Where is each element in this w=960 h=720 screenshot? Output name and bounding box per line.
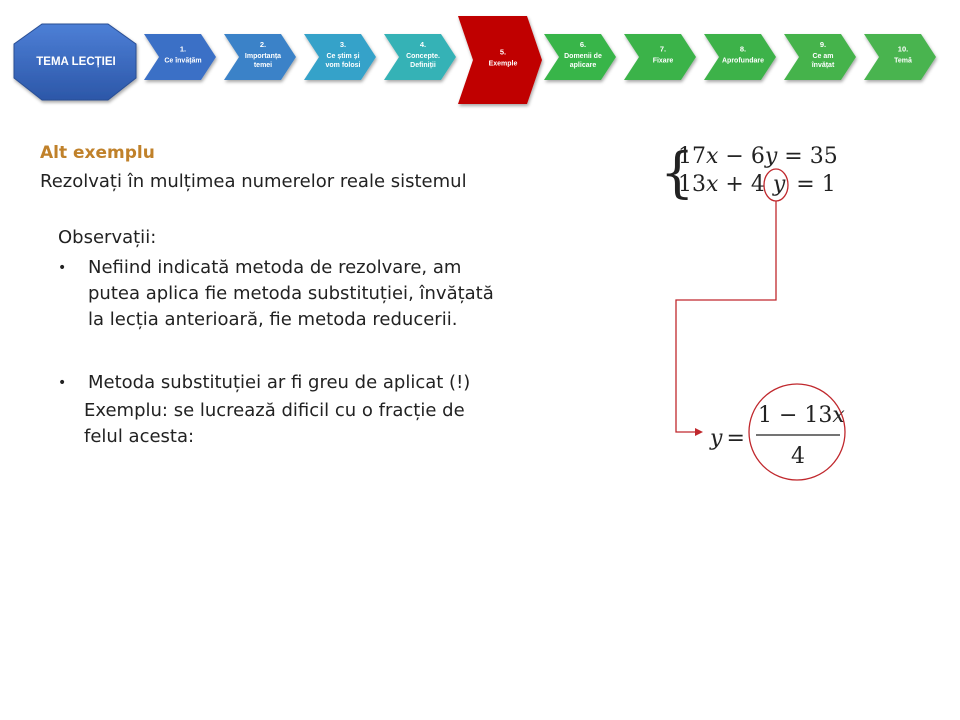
- nav-step-number[interactable]: 4.: [420, 40, 426, 49]
- home-octagon[interactable]: [13, 23, 137, 101]
- nav-step-label[interactable]: Definiții: [410, 62, 436, 69]
- nav-step-label[interactable]: Importanța: [245, 53, 281, 60]
- nav-step-chevron[interactable]: [304, 34, 376, 80]
- nav-step-label[interactable]: Ce am: [812, 53, 833, 60]
- home-button[interactable]: TEMA LECȚIEI: [13, 23, 137, 101]
- nav-step-number[interactable]: 3.: [340, 40, 346, 49]
- nav-step-1[interactable]: 1. Ce învățăm: [144, 34, 216, 80]
- nav-step-chevron[interactable]: [704, 34, 776, 80]
- nav-step-3[interactable]: 3. Ce știm și vom folosi: [304, 34, 376, 80]
- nav-step-label[interactable]: aplicare: [570, 62, 597, 69]
- nav-step-number[interactable]: 10.: [898, 45, 908, 54]
- nav-step-label[interactable]: Fixare: [653, 58, 674, 65]
- nav-step-number[interactable]: 6.: [580, 40, 586, 49]
- nav-step-5[interactable]: 5. Exemple: [458, 16, 542, 104]
- nav-step-chevron[interactable]: [224, 34, 296, 80]
- nav-step-label[interactable]: Concepte.: [406, 53, 440, 60]
- nav-step-label[interactable]: învățat: [811, 62, 835, 69]
- nav-step-chevron[interactable]: [384, 34, 456, 80]
- nav-step-label[interactable]: Domenii de: [564, 53, 602, 60]
- nav-step-8[interactable]: 8. Aprofundare: [704, 34, 776, 80]
- subtitle: Alt exemplu: [40, 143, 155, 163]
- observations-title: Observații:: [58, 227, 157, 248]
- nav-step-label[interactable]: vom folosi: [325, 62, 360, 69]
- nav-step-label[interactable]: Ce învățăm: [164, 58, 201, 65]
- nav-step-chevron[interactable]: [784, 34, 856, 80]
- nav-step-6[interactable]: 6. Domenii de aplicare: [544, 34, 616, 80]
- nav-step-10[interactable]: 10. Temă: [864, 34, 936, 80]
- nav-step-chevron[interactable]: [144, 34, 216, 80]
- nav-step-4[interactable]: 4. Concepte. Definiții: [384, 34, 456, 80]
- nav-step-label[interactable]: Exemple: [489, 61, 518, 68]
- bullet-dot: •: [58, 375, 67, 391]
- nav-step-chevron[interactable]: [864, 34, 936, 80]
- example-text: Exemplu: se lucrează dificil cu o fracți…: [84, 400, 465, 447]
- home-label[interactable]: TEMA LECȚIEI: [36, 56, 115, 68]
- lesson-navigation: 1. Ce învățăm 2. Importanța temei 3. Ce știm ș…: [13, 16, 936, 104]
- task-text: Rezolvați în mulțimea numerelor reale si…: [40, 171, 467, 192]
- nav-step-chevron[interactable]: [458, 16, 542, 104]
- bullet-text: Metoda substituției ar fi greu de aplica…: [88, 372, 471, 393]
- nav-step-number[interactable]: 2.: [260, 40, 266, 49]
- nav-step-label[interactable]: temei: [254, 62, 272, 69]
- bullet-dot: •: [58, 260, 67, 276]
- nav-step-label[interactable]: Temă: [894, 58, 912, 65]
- nav-step-chevron[interactable]: [544, 34, 616, 80]
- nav-step-label[interactable]: Aprofundare: [722, 58, 764, 65]
- nav-step-7[interactable]: 7. Fixare: [624, 34, 696, 80]
- nav-step-chevron[interactable]: [624, 34, 696, 80]
- nav-step-number[interactable]: 7.: [660, 45, 666, 54]
- nav-step-number[interactable]: 8.: [740, 45, 746, 54]
- nav-step-number[interactable]: 9.: [820, 40, 826, 49]
- nav-step-9[interactable]: 9. Ce am învățat: [784, 34, 856, 80]
- nav-step-2[interactable]: 2. Importanța temei: [224, 34, 296, 80]
- nav-step-number[interactable]: 5.: [500, 48, 506, 57]
- nav-step-number[interactable]: 1.: [180, 45, 186, 54]
- nav-step-label[interactable]: Ce știm și: [326, 53, 359, 60]
- bullet-text: Nefiind indicată metoda de rezolvare, am…: [88, 257, 494, 330]
